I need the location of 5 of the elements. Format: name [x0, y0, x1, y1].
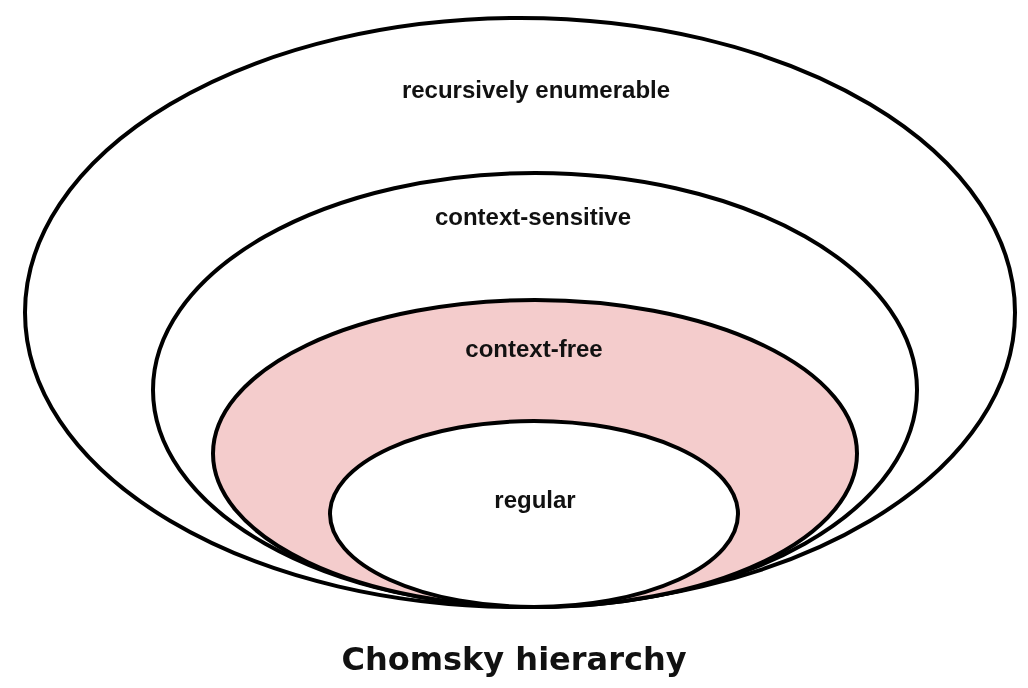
set-label: regular — [493, 486, 577, 514]
diagram-title: Chomsky hierarchy — [340, 640, 688, 678]
set-label: recursively enumerable — [400, 76, 672, 104]
set-label: context-sensitive — [433, 203, 633, 231]
set-label: context-free — [464, 335, 604, 363]
